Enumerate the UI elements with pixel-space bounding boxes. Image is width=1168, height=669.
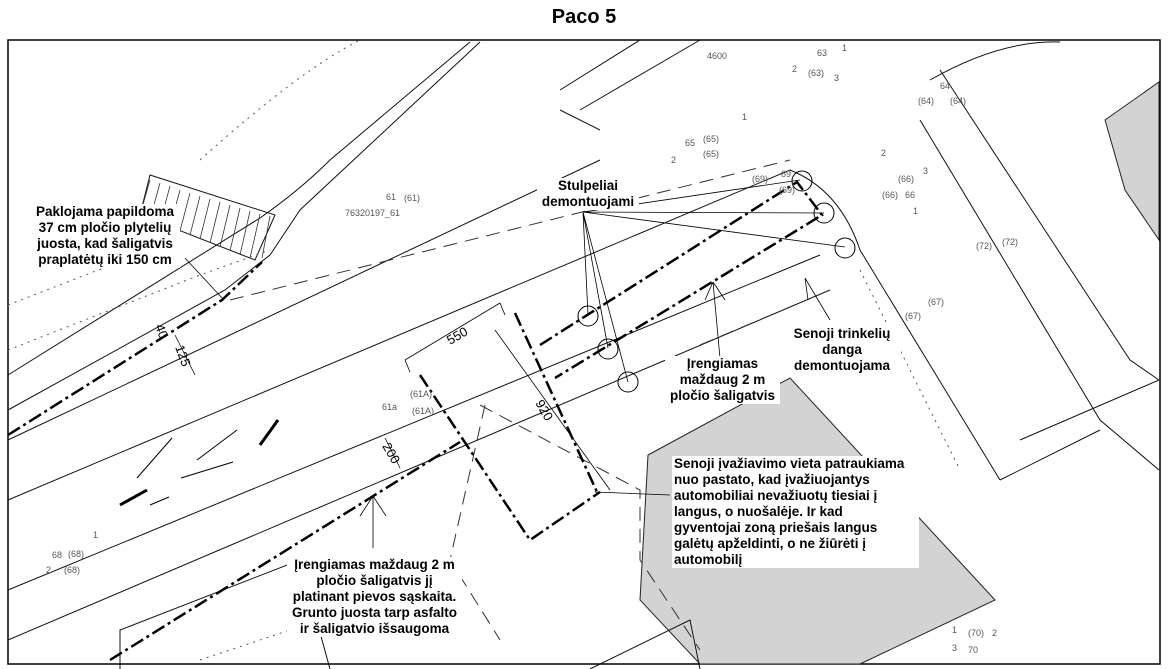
map-label: 66	[905, 190, 915, 200]
leader-lines	[184, 179, 846, 548]
annotation-line: juosta, kad šaligatvis	[37, 236, 173, 251]
map-label: 70	[968, 645, 978, 655]
map-label: 65	[685, 138, 695, 148]
proposed-sidewalk-lines	[7, 180, 824, 662]
map-label: (72)	[1002, 237, 1018, 247]
annotation-line: demontuojami	[541, 194, 635, 209]
annotation-line: Įrengiamas	[686, 356, 759, 371]
map-label: (61A)	[412, 406, 434, 416]
road-marks	[119, 419, 280, 507]
map-small-labels: 4600 63 (63) 1 2 3 64 (64) (64) 1 65 (65…	[46, 43, 1018, 655]
annotation-line: 37 cm pločio plytelių	[38, 220, 172, 235]
map-label: 61a	[382, 402, 397, 412]
annotation-line: langus, o nuošalėje. Ir kad	[674, 504, 843, 519]
map-label: 2	[992, 628, 997, 638]
map-label: (65)	[703, 149, 719, 159]
map-label: 3	[952, 643, 957, 653]
annotation-tiles: Paklojama papildoma 37 cm pločio plyteli…	[30, 204, 180, 268]
map-label: (68)	[64, 565, 80, 575]
map-label: 63	[817, 48, 827, 58]
annotation-line: praplatėtų iki 150 cm	[38, 252, 172, 267]
annotation-line: Įrengiamas maždaug 2 m	[294, 557, 455, 572]
map-label: (70)	[968, 628, 984, 638]
map-label: (66)	[882, 190, 898, 200]
annotation-line: pločio šaligatvis jį	[316, 573, 433, 588]
annotation-line: maždaug 2 m	[679, 372, 766, 387]
annotation-line: demontuojama	[793, 358, 890, 373]
annotation-sidewalk-bottom: Įrengiamas maždaug 2 m pločio šaligatvis…	[287, 557, 462, 637]
map-label: 69	[781, 169, 791, 179]
building-grey-right	[1104, 81, 1160, 242]
map-label: (69)	[752, 174, 768, 184]
map-label: 1	[93, 530, 98, 540]
post-circle	[791, 170, 813, 192]
map-label: 76320197_61	[345, 208, 400, 218]
annotation-line: Senoji įvažiavimo vieta patraukiama	[674, 456, 905, 471]
annotation-line: automobiliai nevažiuotų tiesiai į	[674, 488, 878, 503]
map-title: Paco 5	[551, 6, 617, 28]
annotation-entrance: Senoji įvažiavimo vieta patraukiama nuo …	[672, 456, 919, 568]
post-circle	[577, 305, 599, 327]
map-label: 1	[952, 625, 957, 635]
annotation-line: Stulpeliai	[557, 178, 618, 193]
map-label: (63)	[808, 68, 824, 78]
annotation-line: gyventojai zoną priešais langus	[674, 520, 878, 535]
post-circle	[813, 202, 835, 224]
post-circle	[617, 371, 639, 393]
map-label: (64)	[950, 96, 966, 106]
annotation-sidewalk-right: Įrengiamas maždaug 2 m pločio šaligatvis	[665, 356, 780, 404]
map-label: 3	[834, 73, 839, 83]
dimension-lines	[174, 302, 611, 491]
map-label: (66)	[898, 174, 914, 184]
annotation-line: Paklojama papildoma	[35, 204, 175, 219]
annotation-line: Senoji trinkelių	[793, 326, 891, 341]
map-label: 2	[792, 64, 797, 74]
annotation-line: galėtų apželdinti, o ne žiūrėti į	[674, 536, 867, 551]
map-label: 2	[671, 155, 676, 165]
map-label: (65)	[703, 134, 719, 144]
post-circle	[834, 237, 856, 259]
map-label: (61)	[404, 193, 420, 203]
map-label: 61	[386, 192, 396, 202]
map-label: (67)	[928, 297, 944, 307]
map-label: (72)	[976, 241, 992, 251]
annotation-line: ir šaligatvio išsaugoma	[299, 621, 450, 636]
removed-post-circles	[577, 170, 856, 393]
annotation-line: automobilį	[674, 552, 743, 567]
map-label: 2	[881, 148, 886, 158]
street-lines	[7, 39, 1160, 669]
annotation-posts: Stulpeliai demontuojami	[537, 178, 639, 210]
map-label: 2	[46, 565, 51, 575]
annotation-line: pločio šaligatvis	[669, 388, 776, 403]
annotation-old-paving: Senoji trinkelių danga demontuojama	[783, 326, 901, 374]
map-label: (67)	[905, 311, 921, 321]
map-label: (68)	[68, 549, 84, 559]
map-label: 64	[940, 81, 950, 91]
map-label: (61A)	[410, 389, 432, 399]
map-label: 4600	[707, 51, 727, 61]
map-label: 1	[842, 43, 847, 53]
map-label: 1	[913, 206, 918, 216]
annotation-line: danga	[822, 342, 862, 357]
post-circle	[597, 338, 619, 360]
map-label: 3	[923, 166, 928, 176]
dim-40: 40	[152, 322, 171, 341]
map-label: (69)	[779, 185, 795, 195]
dimension-labels: 40 125 550 920 200	[152, 322, 556, 466]
map-label: 68	[52, 550, 62, 560]
map-label: (64)	[918, 96, 934, 106]
dim-125: 125	[172, 343, 194, 369]
annotation-line: nuo pastato, kad įvažiuojantys	[674, 472, 870, 487]
annotation-line: platinant pievos sąskaita.	[292, 589, 457, 604]
map-label: 1	[742, 112, 747, 122]
annotation-line: Grunto juosta tarp asfalto	[291, 605, 457, 620]
